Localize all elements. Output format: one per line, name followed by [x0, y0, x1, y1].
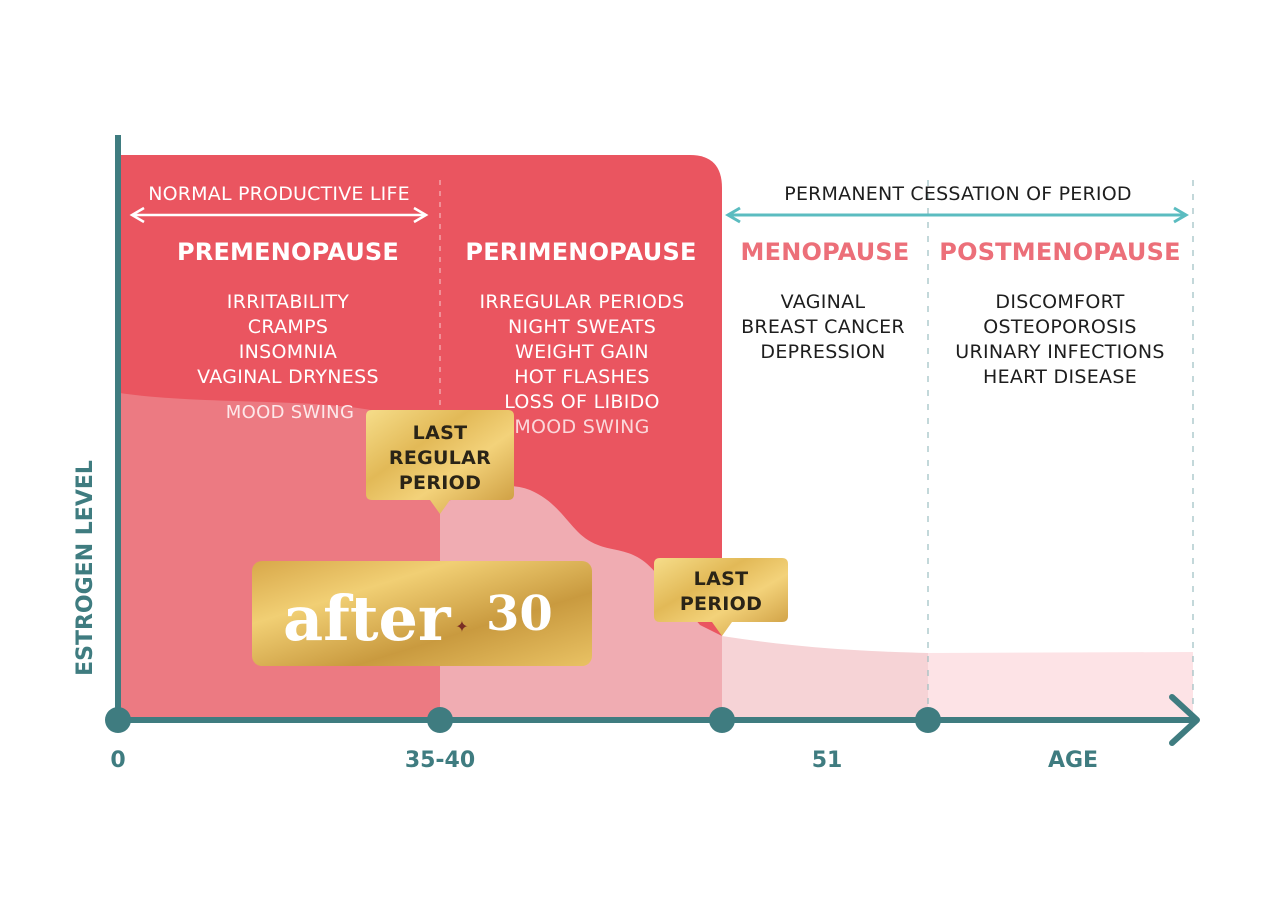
- arrow-normal-productive-life: [129, 206, 429, 224]
- phase-title-premenopause: PREMENOPAUSE: [177, 238, 399, 266]
- symptom: NIGHT SWEATS: [508, 316, 656, 338]
- arrow-permanent-cessation: [725, 206, 1189, 224]
- symptom: BREAST CANCER: [741, 316, 905, 338]
- callout-line: PERIOD: [680, 593, 762, 615]
- symptom: CRAMPS: [248, 316, 328, 338]
- symptom: IRRITABILITY: [227, 291, 349, 313]
- symptom: VAGINAL: [781, 291, 866, 313]
- symptom: VAGINAL DRYNESS: [197, 366, 379, 388]
- premenopause-symptoms: IRRITABILITY CRAMPS INSOMNIA VAGINAL DRY…: [197, 291, 379, 423]
- symptom: DISCOMFORT: [995, 291, 1124, 313]
- menopause-faint-region: [722, 636, 928, 720]
- callout-line: REGULAR: [389, 447, 491, 469]
- axis-node-menopause: [709, 707, 735, 733]
- header-permanent-cessation: PERMANENT CESSATION OF PERIOD: [784, 183, 1131, 205]
- x-tick-35-40: 35-40: [405, 748, 475, 773]
- logo-star-icon: ✦: [455, 617, 468, 636]
- postmenopause-symptoms: DISCOMFORT OSTEOPOROSIS URINARY INFECTIO…: [955, 291, 1164, 388]
- symptom: HOT FLASHES: [514, 366, 650, 388]
- x-tick-51: 51: [812, 748, 843, 773]
- callout-line: PERIOD: [399, 472, 481, 494]
- logo-number: 30: [486, 586, 553, 642]
- callout-last-regular-period: LAST REGULAR PERIOD: [366, 410, 514, 514]
- x-tick-0: 0: [110, 748, 125, 773]
- menopause-symptoms: VAGINAL BREAST CANCER DEPRESSION: [741, 291, 905, 363]
- phase-title-menopause: MENOPAUSE: [741, 238, 910, 266]
- symptom: DEPRESSION: [760, 341, 885, 363]
- symptom: WEIGHT GAIN: [515, 341, 649, 363]
- symptom: MOOD SWING: [514, 416, 649, 438]
- symptom: INSOMNIA: [239, 341, 337, 363]
- after-30-logo: after ✦ 30: [252, 561, 592, 666]
- logo-word: after: [283, 582, 452, 655]
- postmenopause-faint-region: [928, 652, 1193, 720]
- symptom: MOOD SWING: [226, 402, 354, 423]
- x-axis-label-age: AGE: [1048, 748, 1098, 773]
- phase-title-perimenopause: PERIMENOPAUSE: [465, 238, 696, 266]
- perimenopause-symptoms: IRREGULAR PERIODS NIGHT SWEATS WEIGHT GA…: [480, 291, 685, 438]
- axis-node-0: [105, 707, 131, 733]
- symptom: URINARY INFECTIONS: [955, 341, 1164, 363]
- header-normal-productive-life: NORMAL PRODUCTIVE LIFE: [148, 183, 410, 205]
- symptom: HEART DISEASE: [983, 366, 1137, 388]
- symptom: LOSS OF LIBIDO: [504, 391, 660, 413]
- x-axis-arrowhead: [1169, 694, 1200, 746]
- axis-node-postmenopause: [915, 707, 941, 733]
- axis-node-35-40: [427, 707, 453, 733]
- callout-line: LAST: [694, 568, 749, 590]
- callout-last-period: LAST PERIOD: [654, 558, 788, 636]
- y-axis-label: ESTROGEN LEVEL: [73, 460, 98, 676]
- phase-title-postmenopause: POSTMENOPAUSE: [939, 238, 1180, 266]
- symptom: OSTEOPOROSIS: [983, 316, 1136, 338]
- symptom: IRREGULAR PERIODS: [480, 291, 685, 313]
- callout-line: LAST: [413, 422, 468, 444]
